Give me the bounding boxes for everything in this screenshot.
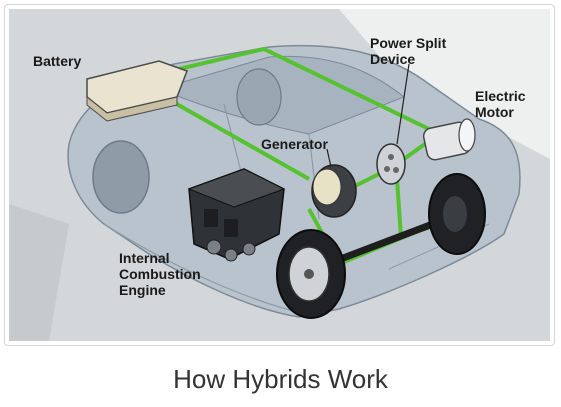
engine-shape bbox=[187, 168, 286, 262]
generator-shape bbox=[311, 148, 357, 218]
electric-motor-shape bbox=[422, 118, 476, 161]
road-shadow bbox=[9, 204, 69, 341]
road-stripe bbox=[339, 9, 550, 159]
label-power-split-device: Power Split Device bbox=[370, 35, 447, 67]
label-electric-motor: Electric Motor bbox=[475, 88, 526, 120]
generator-pointer bbox=[326, 148, 332, 168]
label-battery: Battery bbox=[33, 53, 82, 69]
label-internal-combustion-engine: Internal Combustion Engine bbox=[119, 250, 201, 298]
car-body bbox=[67, 44, 521, 318]
rear-wheel-far-ghost bbox=[236, 68, 282, 126]
label-generator: Generator bbox=[261, 136, 328, 152]
power-split-device-shape bbox=[376, 63, 410, 185]
battery-shape bbox=[86, 60, 188, 122]
rear-wheel-ghost bbox=[92, 140, 150, 214]
hybrid-car-diagram bbox=[9, 9, 550, 341]
front-left-wheel bbox=[276, 229, 346, 319]
front-right-wheel bbox=[428, 173, 486, 255]
power-split-pointer bbox=[396, 63, 410, 145]
figure-card: Battery Power Split Device Electric Moto… bbox=[4, 4, 555, 346]
figure-caption: How Hybrids Work bbox=[173, 364, 388, 394]
